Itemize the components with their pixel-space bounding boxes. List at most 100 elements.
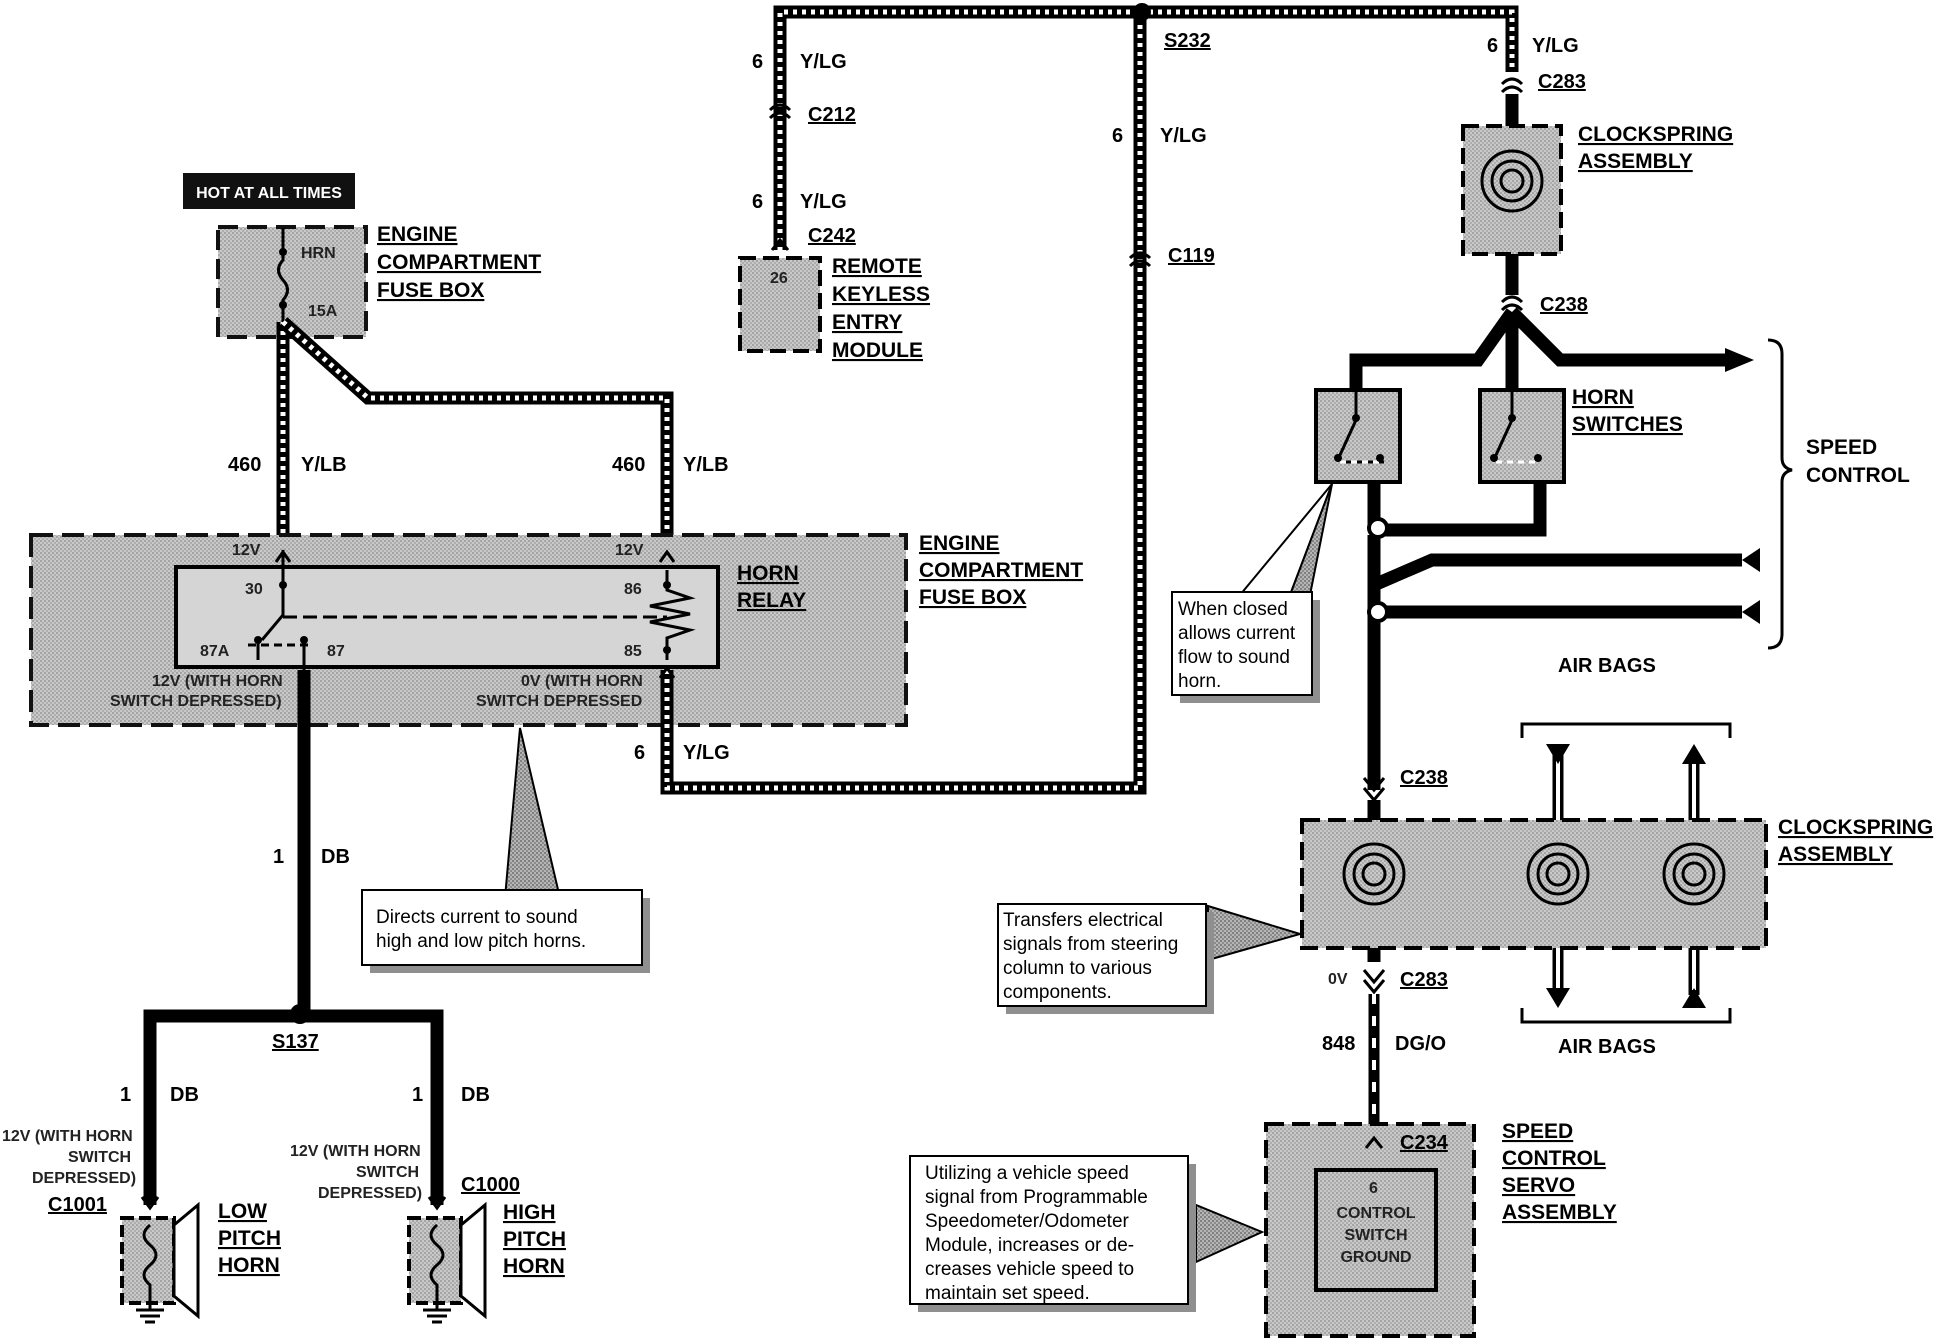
low-pitch-horn — [120, 1196, 200, 1324]
high-state-1: 12V (WITH HORN — [290, 1143, 421, 1160]
c212-connector — [768, 103, 792, 120]
speed-control-2: CONTROL — [1806, 464, 1910, 487]
servo-inner-3: GROUND — [1340, 1249, 1411, 1266]
c238-bot-label: C238 — [1400, 767, 1448, 789]
relay-fuse-title-2: COMPARTMENT — [919, 559, 1083, 582]
relay-12v-right-connector — [658, 549, 676, 563]
horn-switch-right[interactable] — [1478, 388, 1566, 484]
servo-title-3: SERVO — [1502, 1174, 1575, 1197]
servo-note-5: creases vehicle speed to — [925, 1259, 1134, 1280]
w460-right-circuit: 460 — [612, 454, 645, 476]
fuse-rating: 15A — [308, 303, 338, 320]
airbag-arrow-down-2 — [1546, 988, 1570, 1008]
c242-label: C242 — [808, 225, 856, 247]
pin-85: 85 — [624, 643, 642, 660]
switch-note-4: horn. — [1178, 671, 1221, 692]
cs-bottom-voltage: 0V — [1328, 971, 1348, 988]
relay-fuse-title-1: ENGINE — [919, 532, 1000, 555]
speed-control-arrow-3 — [1742, 600, 1760, 624]
splice-s232 — [1133, 3, 1151, 21]
servo-note-1: Utilizing a vehicle speed — [925, 1163, 1129, 1184]
horn-switch-left[interactable] — [1314, 388, 1402, 484]
servo-note-3: Speedometer/Odometer — [925, 1211, 1130, 1232]
w848-color: DG/O — [1395, 1033, 1446, 1055]
w6-right-color: Y/LG — [1532, 35, 1579, 57]
c283-bot-connector — [1362, 969, 1386, 995]
relay-bottom-connector — [658, 665, 676, 679]
relay-v-right: 12V — [615, 542, 644, 559]
c283-top-label: C283 — [1538, 71, 1586, 93]
c242-connector — [770, 237, 790, 251]
relay-right-state-2: SWITCH DEPRESSED — [476, 693, 642, 710]
servo-note-4: Module, increases or de- — [925, 1235, 1134, 1256]
pin-87: 87 — [327, 643, 345, 660]
high-state-3: DEPRESSED) — [318, 1185, 422, 1202]
c1000-label: C1000 — [461, 1174, 520, 1196]
speed-control-arrow-1 — [1725, 348, 1754, 372]
cs-note-2: signals from steering — [1003, 934, 1178, 955]
low-title-1: LOW — [218, 1200, 267, 1223]
fuse-name: HRN — [301, 245, 336, 262]
splice-right-2 — [1367, 601, 1389, 623]
relay-left-state-2: SWITCH DEPRESSED) — [110, 693, 282, 710]
rke-title-4: MODULE — [832, 339, 923, 362]
w6-center-color: Y/LG — [1160, 125, 1207, 147]
c119-connector — [1128, 251, 1152, 268]
splice-right-1 — [1367, 517, 1389, 539]
top-fuse-title-3: FUSE BOX — [377, 279, 484, 302]
w1-main-circuit: 1 — [273, 846, 284, 868]
relay-v-left: 12V — [232, 542, 261, 559]
servo-inner-1: CONTROL — [1336, 1205, 1415, 1222]
speed-control-1: SPEED — [1806, 436, 1877, 459]
clockspring-bottom-icons — [1342, 842, 1726, 906]
wire-6-ylg — [660, 5, 1519, 795]
clockspring-top-icon — [1480, 149, 1544, 213]
w1-high-color: DB — [461, 1084, 490, 1106]
w1-high-circuit: 1 — [412, 1084, 423, 1106]
relay-note-2: high and low pitch horns. — [376, 931, 586, 952]
rke-title-1: REMOTE — [832, 255, 922, 278]
speed-control-arrow-2 — [1742, 548, 1760, 572]
top-fuse-box — [216, 225, 368, 339]
c119-label: C119 — [1168, 245, 1215, 267]
c212-label: C212 — [808, 104, 856, 126]
relay-note-1: Directs current to sound — [376, 907, 578, 928]
horn-switches-title-1: HORN — [1572, 386, 1634, 409]
w1-low-circuit: 1 — [120, 1084, 131, 1106]
air-bags-top-bracket — [1520, 722, 1732, 738]
c238-top-label: C238 — [1540, 294, 1588, 316]
w6-rke-top-circuit: 6 — [752, 51, 763, 73]
w6-center-circuit: 6 — [1112, 125, 1123, 147]
c1001-label: C1001 — [48, 1194, 107, 1216]
wire-460 — [276, 317, 674, 550]
cs-top-title-2: ASSEMBLY — [1578, 150, 1693, 173]
pin-30: 30 — [245, 581, 263, 598]
w6-right-circuit: 6 — [1487, 35, 1498, 57]
air-bags-bottom: AIR BAGS — [1558, 1036, 1656, 1058]
relay-note-box — [361, 889, 643, 966]
cs-note-3: column to various — [1003, 958, 1152, 979]
servo-inner-2: SWITCH — [1344, 1227, 1407, 1244]
clockspring-top-box — [1461, 124, 1563, 256]
airbag-arrow-down-1 — [1546, 744, 1570, 764]
relay-note-pointer — [503, 727, 562, 899]
hot-label-box — [183, 173, 355, 209]
c283-top-connector — [1500, 77, 1524, 94]
horn-switches-title-2: SWITCHES — [1572, 413, 1683, 436]
w6-rke-bot-circuit: 6 — [752, 191, 763, 213]
low-state-2: SWITCH — [68, 1149, 131, 1166]
airbag-arrow-up-1 — [1682, 744, 1706, 764]
splice-s137 — [290, 1004, 310, 1024]
cs-bot-title-1: CLOCKSPRING — [1778, 816, 1933, 839]
servo-title-2: CONTROL — [1502, 1147, 1606, 1170]
w1-main-color: DB — [321, 846, 350, 868]
low-title-3: HORN — [218, 1254, 280, 1277]
c283-bot-label: C283 — [1400, 969, 1448, 991]
c234-connector — [1364, 1135, 1384, 1149]
switch-note-box — [1171, 591, 1313, 696]
cs-note-1: Transfers electrical — [1003, 910, 1163, 931]
air-bags-mid: AIR BAGS — [1558, 655, 1656, 677]
airbag-arrow-up-2 — [1682, 988, 1706, 1008]
w460-right-color: Y/LB — [683, 454, 729, 476]
